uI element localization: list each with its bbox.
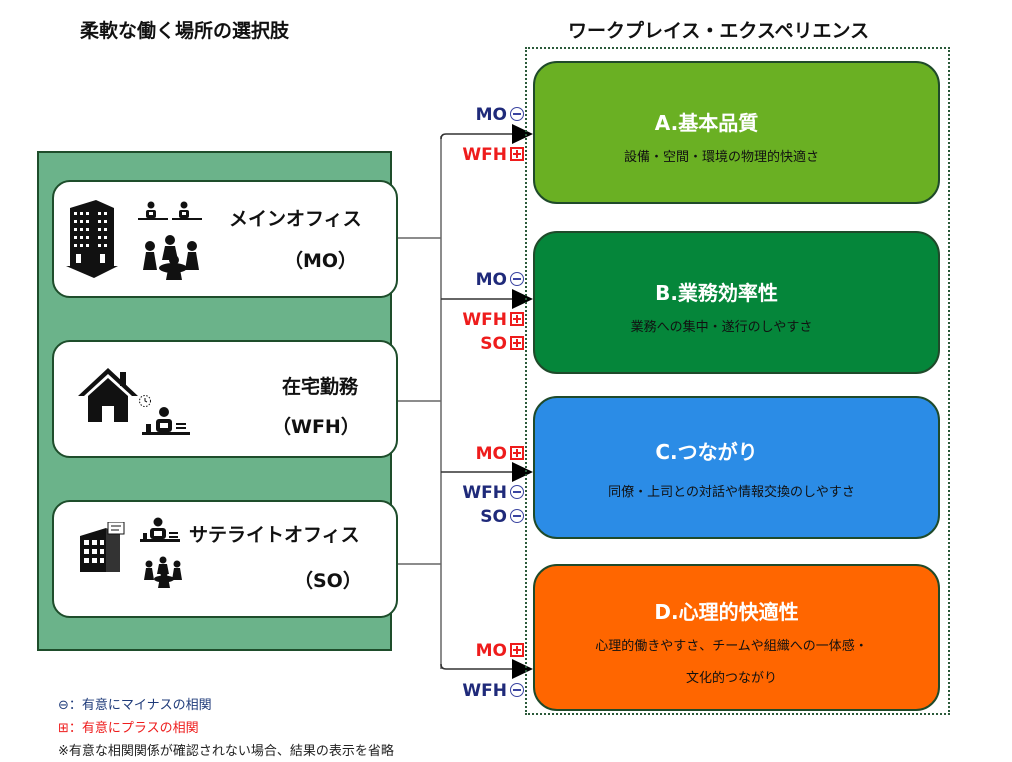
workplace-experience-frame xyxy=(525,47,950,715)
location-name-so: サテライトオフィス xyxy=(189,524,360,546)
correlation-a-mo: MO xyxy=(444,105,524,125)
office-building-icon xyxy=(66,200,118,278)
legend-negative: ⊖：有意にマイナスの相関 xyxy=(58,698,212,713)
meeting-group-icon xyxy=(144,556,182,588)
experience-card-c: C.つながり 同僚・上司との対話や情報交換のしやすさ xyxy=(533,396,940,539)
house-icon xyxy=(78,368,138,422)
correlation-a-wfh: WFH xyxy=(444,145,524,165)
plus-square-icon xyxy=(510,446,524,460)
minus-circle-icon xyxy=(510,683,524,697)
arrow-b-icon xyxy=(512,289,533,309)
plus-square-icon xyxy=(510,147,524,161)
location-abbr-wfh: （WFH） xyxy=(272,416,360,438)
correlation-c-wfh: WFH xyxy=(444,483,524,503)
location-abbr-mo: （MO） xyxy=(284,250,358,272)
desk-workers-icon xyxy=(138,201,202,220)
location-abbr-so: （SO） xyxy=(294,570,362,592)
clock-icon xyxy=(139,395,151,407)
experience-title-a: A.基本品質 xyxy=(654,111,759,135)
location-card-wfh: 在宅勤務 （WFH） xyxy=(52,340,398,458)
legend-note: ※有意な相関関係が確認されない場合、結果の表示を省略 xyxy=(58,744,394,759)
minus-circle-icon xyxy=(510,272,524,286)
experience-title-b: B.業務効率性 xyxy=(655,281,778,305)
branch-a xyxy=(440,133,514,140)
location-card-so: サテライトオフィス （SO） xyxy=(52,500,398,618)
location-name-wfh: 在宅勤務 xyxy=(282,376,359,398)
legend-positive: ⊞：有意にプラスの相関 xyxy=(58,721,199,736)
correlation-d-wfh: WFH xyxy=(444,681,524,701)
experience-desc-c: 同僚・上司との対話や情報交換のしやすさ xyxy=(608,485,855,500)
correlation-c-mo: MO xyxy=(444,444,524,464)
satellite-building-icon xyxy=(80,522,125,572)
experience-title-d: D.心理的快適性 xyxy=(654,600,799,624)
correlation-c-so: SO xyxy=(444,507,524,527)
location-card-mo: メインオフィス （MO） xyxy=(52,180,398,298)
experience-desc-d-line2: 文化的つながり xyxy=(685,671,777,686)
experience-card-b: B.業務効率性 業務への集中・遂行のしやすさ xyxy=(533,231,940,374)
plus-square-icon xyxy=(510,312,524,326)
correlation-b-mo: MO xyxy=(444,270,524,290)
correlation-b-wfh: WFH xyxy=(444,310,524,330)
experience-desc-a: 設備・空間・環境の物理的快適さ xyxy=(623,150,819,165)
correlation-b-so: SO xyxy=(444,334,524,354)
location-name-mo: メインオフィス xyxy=(229,208,362,230)
home-desk-worker-icon xyxy=(142,407,190,435)
desk-worker-icon xyxy=(140,517,180,542)
left-heading: 柔軟な働く場所の選択肢 xyxy=(80,20,290,42)
experience-title-c: C.つながり xyxy=(655,440,758,464)
arrow-d-icon xyxy=(512,659,533,679)
plus-square-icon xyxy=(510,336,524,350)
minus-circle-icon xyxy=(510,107,524,121)
experience-card-d: D.心理的快適性 心理的働きやすさ、チームや組織への一体感・ 文化的つながり xyxy=(533,564,940,711)
correlation-d-mo: MO xyxy=(444,641,524,661)
right-heading: ワークプレイス・エクスペリエンス xyxy=(568,20,870,42)
experience-desc-d-line1: 心理的働きやすさ、チームや組織への一体感・ xyxy=(595,639,868,654)
plus-square-icon xyxy=(510,643,524,657)
experience-desc-b: 業務への集中・遂行のしやすさ xyxy=(630,320,813,335)
minus-circle-icon xyxy=(510,485,524,499)
minus-circle-icon xyxy=(510,509,524,523)
meeting-group-icon xyxy=(143,235,199,280)
experience-card-a: A.基本品質 設備・空間・環境の物理的快適さ xyxy=(533,61,940,204)
arrow-a-icon xyxy=(512,124,533,144)
arrow-c-icon xyxy=(512,462,533,482)
branch-d xyxy=(440,663,514,670)
